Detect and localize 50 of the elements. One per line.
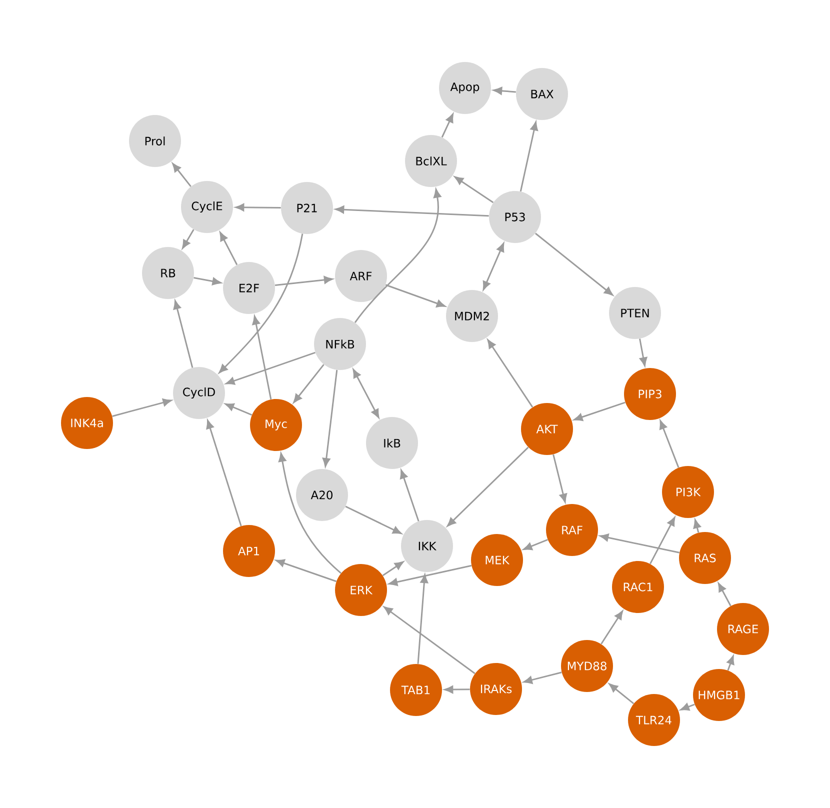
arrow (520, 122, 538, 192)
arrow (400, 470, 420, 522)
arrow (172, 163, 192, 187)
arrow (600, 610, 623, 644)
arrow (600, 534, 680, 554)
arrow (680, 703, 695, 711)
arrow (206, 420, 242, 526)
arrow (487, 339, 534, 408)
arrow (278, 452, 342, 574)
arrow (693, 519, 701, 533)
arrow (441, 114, 454, 138)
arrow (660, 420, 680, 468)
arrow (220, 232, 238, 266)
arrow (523, 539, 548, 550)
arrow (552, 454, 568, 503)
arrow (182, 229, 194, 249)
arrow (650, 516, 676, 564)
arrow (388, 564, 472, 586)
arrow (535, 232, 614, 296)
arrow (225, 403, 252, 416)
arrow (608, 683, 634, 704)
arrow (454, 176, 494, 204)
arrow (493, 86, 516, 95)
arrow (382, 561, 404, 576)
arrow (726, 656, 734, 671)
arrow (718, 582, 732, 606)
arrow (322, 370, 338, 467)
arrow (523, 672, 562, 684)
arrow (194, 277, 222, 286)
arrow (574, 402, 626, 421)
arrow (417, 574, 428, 664)
arrow (444, 686, 470, 694)
arrow (482, 242, 504, 290)
arrow (226, 352, 316, 385)
arrow (112, 398, 172, 417)
arrow (639, 338, 648, 366)
arrow (235, 203, 281, 212)
arrow (352, 368, 380, 418)
arrow (218, 234, 304, 374)
arrow (345, 506, 402, 534)
arrow (354, 188, 442, 323)
arrow (385, 284, 446, 308)
arrow (447, 446, 529, 526)
arrow (173, 300, 194, 368)
arrow (384, 606, 476, 674)
arrow (274, 276, 333, 286)
arrow (276, 559, 337, 582)
arrow (335, 206, 489, 217)
arrow (293, 364, 324, 403)
arrow (252, 316, 272, 400)
